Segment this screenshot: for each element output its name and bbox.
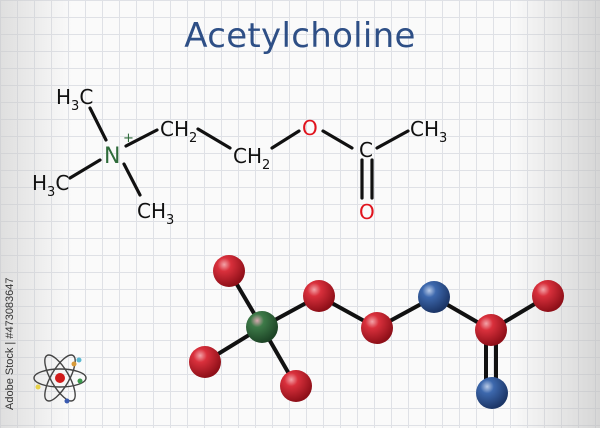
carbon-atom [475, 314, 507, 346]
carbonyl-oxygen-label: O [359, 200, 375, 224]
carbon-atom [213, 255, 245, 287]
ester-oxygen-label: O [302, 116, 318, 140]
acetyl-methyl-label: CH3 [410, 117, 447, 146]
carbon-atom [189, 346, 221, 378]
positive-charge: + [123, 131, 134, 146]
nitrogen-label: N [104, 144, 120, 169]
ball-and-stick-model [189, 255, 564, 409]
ch2-b-label: CH2 [233, 144, 270, 173]
methyl-bottom-label: CH3 [137, 199, 174, 228]
carbon-atom [303, 280, 335, 312]
methyl-left-label: H3C [32, 171, 69, 200]
stock-id-watermark: Adobe Stock | #473083647 [4, 277, 16, 410]
nitrogen-atom [246, 311, 278, 343]
carbon-atom [532, 280, 564, 312]
oxygen-atom [476, 377, 508, 409]
atom-icon [33, 354, 87, 404]
methyl-top-label: H3C [56, 85, 93, 114]
carbon-atom [280, 370, 312, 402]
carbon-atom [361, 312, 393, 344]
atom-labels: H3C H3C CH3 N + CH2 CH2 O C CH3 O [32, 85, 447, 228]
page-title: Acetylcholine [184, 16, 416, 56]
carbonyl-carbon-label: C [359, 138, 373, 162]
oxygen-atom [418, 281, 450, 313]
ch2-a-label: CH2 [160, 117, 197, 146]
